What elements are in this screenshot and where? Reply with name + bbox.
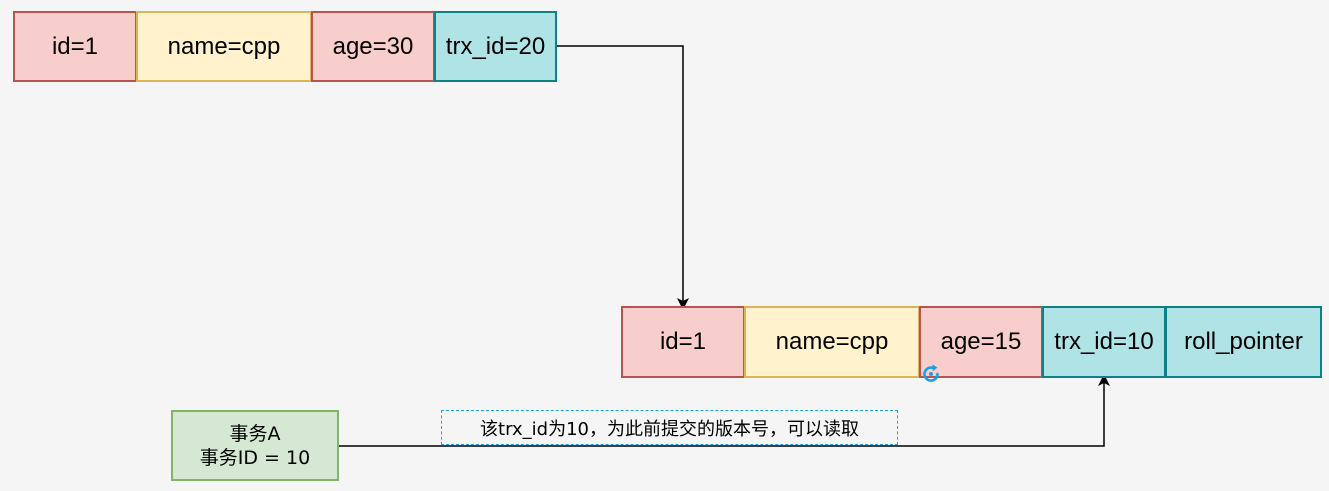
transaction-id: 事务ID = 10 — [199, 446, 311, 469]
transaction-a-box[interactable]: 事务A 事务ID = 10 — [171, 410, 339, 481]
note-text: 该trx_id为10，为此前提交的版本号，可以读取 — [480, 418, 859, 440]
top-field-trx-id[interactable]: trx_id=20 — [434, 11, 557, 82]
bottom-field-name[interactable]: name=cpp — [744, 306, 920, 378]
bottom-field-trx-id[interactable]: trx_id=10 — [1042, 306, 1166, 378]
bottom-field-id[interactable]: id=1 — [621, 306, 745, 378]
top-field-name[interactable]: name=cpp — [136, 11, 312, 82]
visibility-note: 该trx_id为10，为此前提交的版本号，可以读取 — [441, 410, 898, 445]
arrow-top-to-bottom-record — [557, 45, 689, 310]
refresh-icon[interactable] — [919, 362, 943, 386]
bottom-field-age[interactable]: age=15 — [919, 306, 1043, 378]
transaction-name: 事务A — [229, 422, 281, 445]
arrow-transaction-to-trx-id — [338, 374, 1110, 447]
top-field-age[interactable]: age=30 — [311, 11, 435, 82]
top-field-id[interactable]: id=1 — [13, 11, 137, 82]
bottom-field-roll-pointer[interactable]: roll_pointer — [1165, 306, 1322, 378]
